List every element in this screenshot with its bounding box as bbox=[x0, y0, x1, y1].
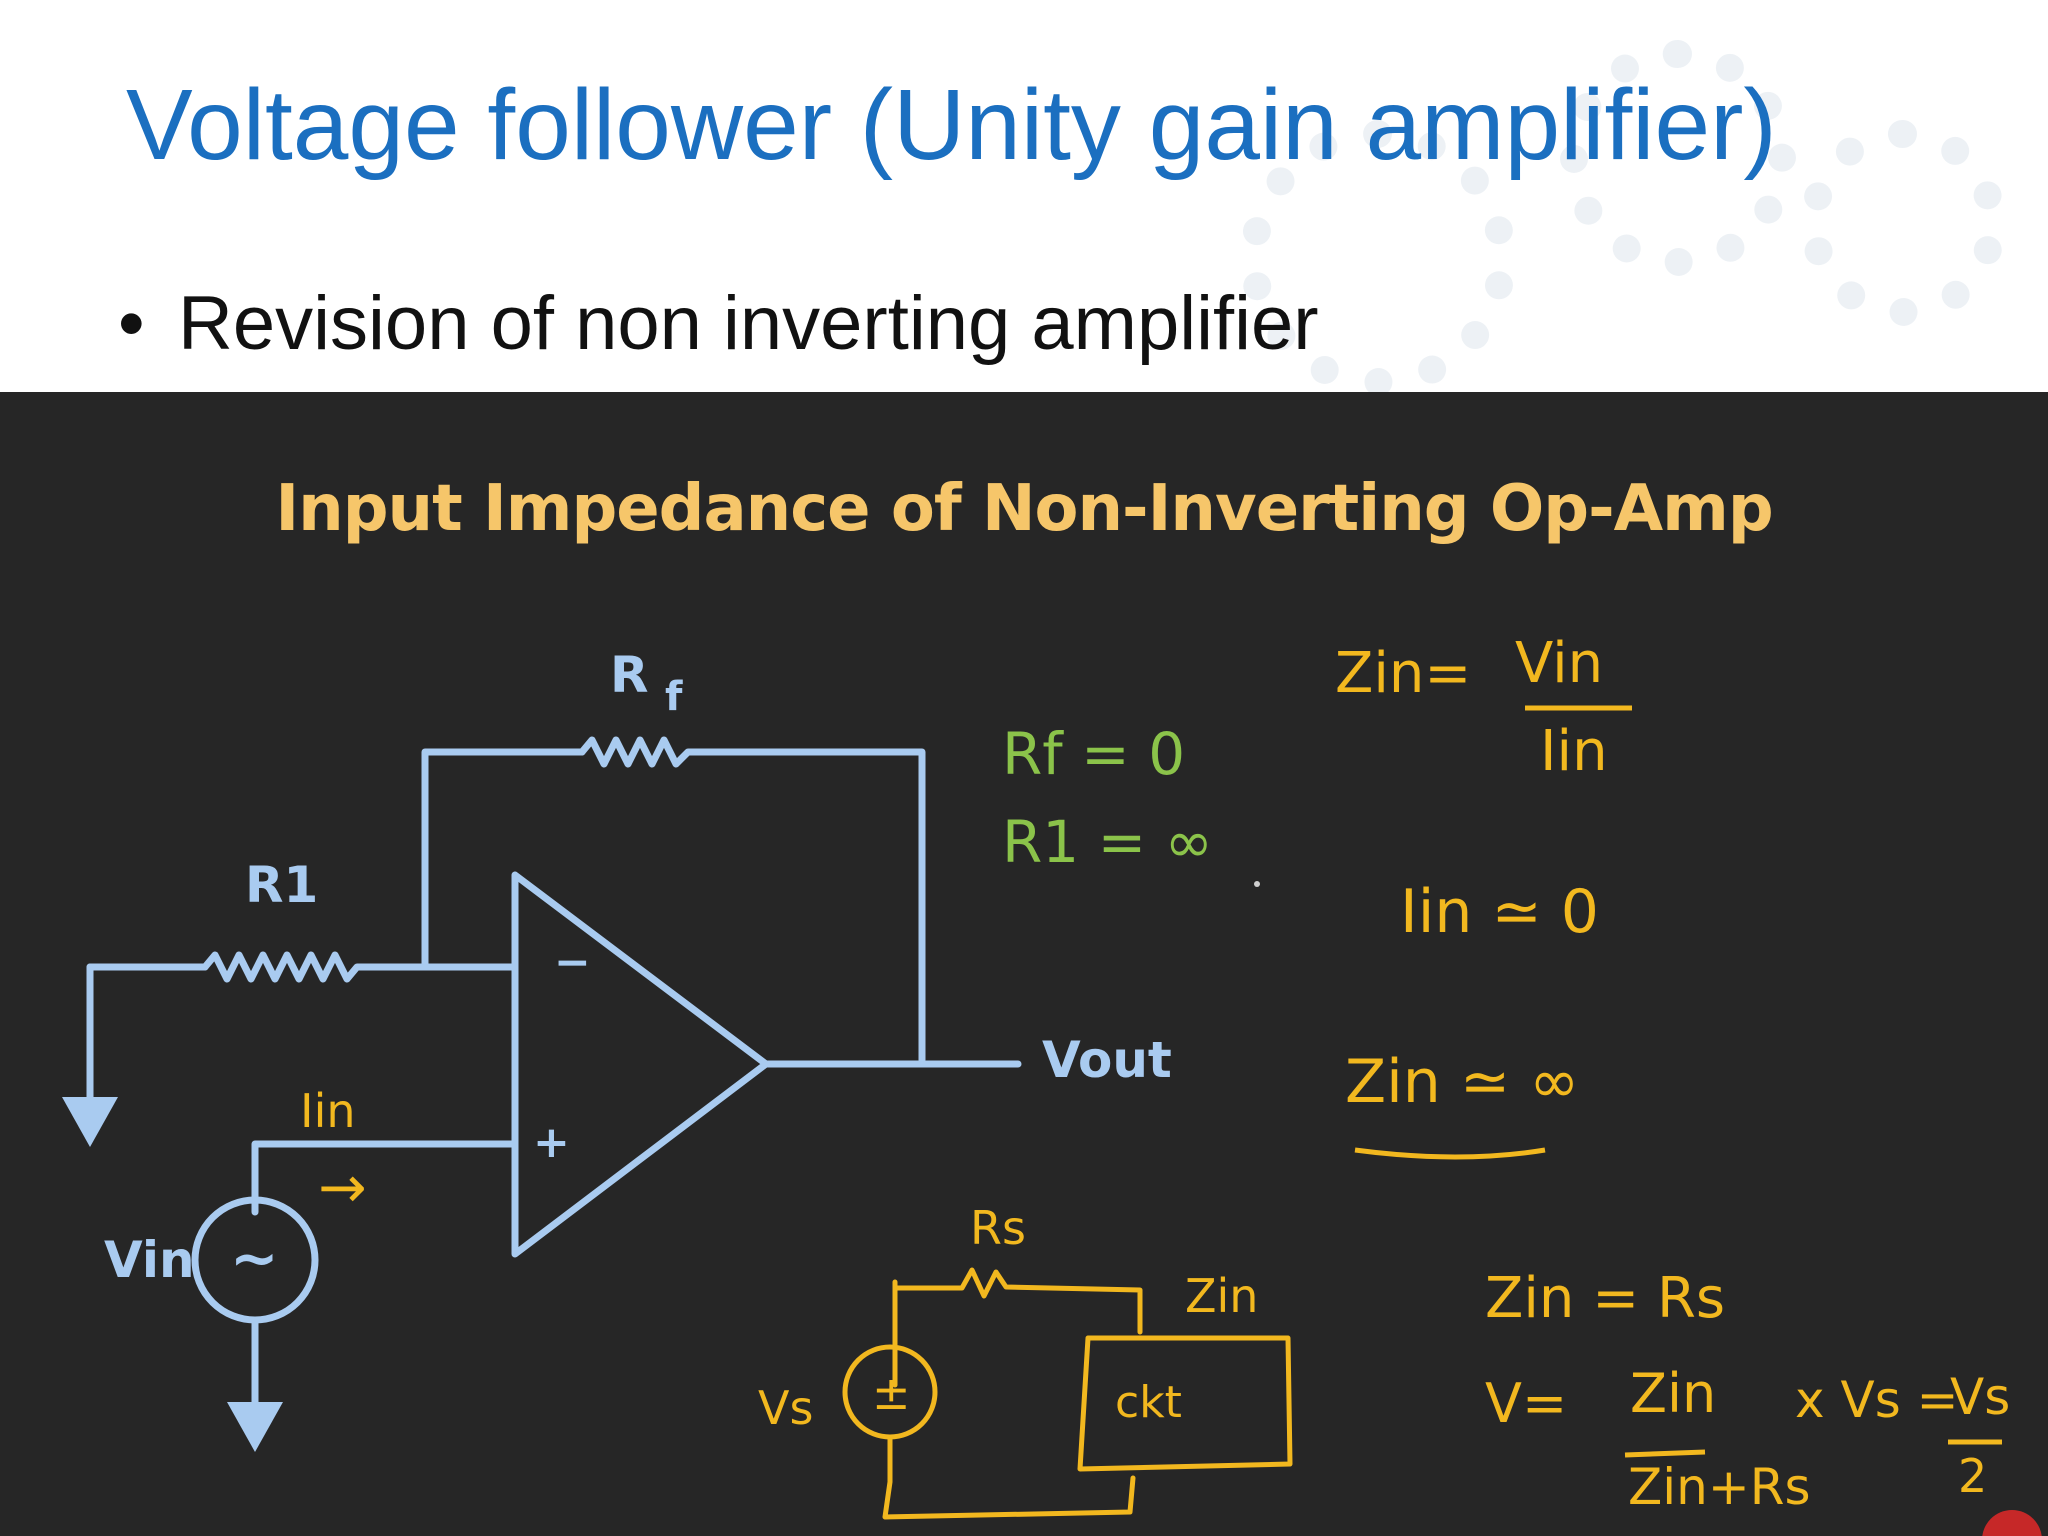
formula-zin-approx: Zin ≃ ∞ bbox=[1345, 1047, 1579, 1117]
input-wire bbox=[251, 1140, 519, 1216]
formula-v-middle: x Vs = bbox=[1795, 1371, 1959, 1429]
formula-v-numerator: Zin bbox=[1630, 1362, 1716, 1425]
slide-header: Voltage follower (Unity gain amplifier) … bbox=[0, 0, 2048, 392]
note-r1-infinite: R1 = ∞ bbox=[1002, 808, 1213, 876]
underline-mark bbox=[1354, 1147, 1546, 1160]
bullet-item: • Revision of non inverting amplifier bbox=[118, 280, 1319, 367]
vout-label: Vout bbox=[1042, 1031, 1172, 1089]
r1-resistor bbox=[201, 951, 519, 983]
feedback-resistor-rf bbox=[578, 736, 734, 768]
small-vs-label: Vs bbox=[758, 1381, 813, 1435]
dc-source-icon: ± bbox=[872, 1366, 911, 1420]
background-gear-graphic bbox=[1800, 120, 2006, 326]
formula-v-lhs: V= bbox=[1485, 1372, 1567, 1435]
small-zin-label: Zin bbox=[1185, 1269, 1258, 1323]
circuit-diagram: − + Vout Vin ~ R1 R f Iin → Rf = 0 R1 = … bbox=[62, 631, 2042, 1536]
formula-zin-rs: Zin = Rs bbox=[1485, 1266, 1725, 1331]
ground-arrow-left bbox=[62, 1097, 118, 1147]
r1-label: R1 bbox=[245, 856, 318, 914]
formula-iin-approx: Iin ≃ 0 bbox=[1400, 877, 1599, 947]
formula-zin-lhs: Zin= bbox=[1335, 641, 1471, 706]
ac-source-icon: ~ bbox=[230, 1224, 279, 1292]
small-rs-label: Rs bbox=[970, 1201, 1026, 1255]
formula-zin-denominator: Iin bbox=[1540, 719, 1608, 784]
ground-arrow-bottom bbox=[227, 1402, 283, 1452]
slide-title: Voltage follower (Unity gain amplifier) bbox=[126, 69, 1777, 181]
formula-v-fraction-bar bbox=[1624, 1449, 1706, 1458]
formula-zin-numerator: Vin bbox=[1515, 631, 1603, 696]
iin-annotation: Iin bbox=[300, 1084, 356, 1138]
small-circuit bbox=[842, 1267, 1293, 1520]
current-direction-arrow-icon: → bbox=[318, 1153, 367, 1221]
embedded-video-frame: Input Impedance of Non-Inverting Op-Amp … bbox=[0, 392, 2048, 1536]
rf-subscript-label: f bbox=[665, 674, 683, 720]
bullet-icon: • bbox=[118, 281, 145, 366]
bullet-text: Revision of non inverting amplifier bbox=[178, 281, 1319, 366]
video-title: Input Impedance of Non-Inverting Op-Amp bbox=[275, 472, 1773, 546]
rf-label: R bbox=[610, 646, 649, 704]
record-indicator-icon bbox=[1982, 1510, 2042, 1536]
formula-v-result-numerator: Vs bbox=[1950, 1368, 2010, 1426]
formula-v-denominator: Zin+Rs bbox=[1628, 1458, 1811, 1516]
stray-dot bbox=[1254, 881, 1260, 887]
note-rf-zero: Rf = 0 bbox=[1002, 720, 1185, 788]
feedback-wire-right bbox=[726, 748, 926, 1064]
plus-terminal-label: + bbox=[533, 1117, 570, 1168]
vin-label: Vin bbox=[104, 1231, 195, 1289]
feedback-wire bbox=[421, 748, 586, 969]
formula-v-result-denominator: 2 bbox=[1958, 1449, 1987, 1503]
op-amp-triangle bbox=[511, 871, 770, 1258]
minus-terminal-label: − bbox=[554, 937, 591, 988]
small-ckt-label: ckt bbox=[1115, 1377, 1182, 1428]
